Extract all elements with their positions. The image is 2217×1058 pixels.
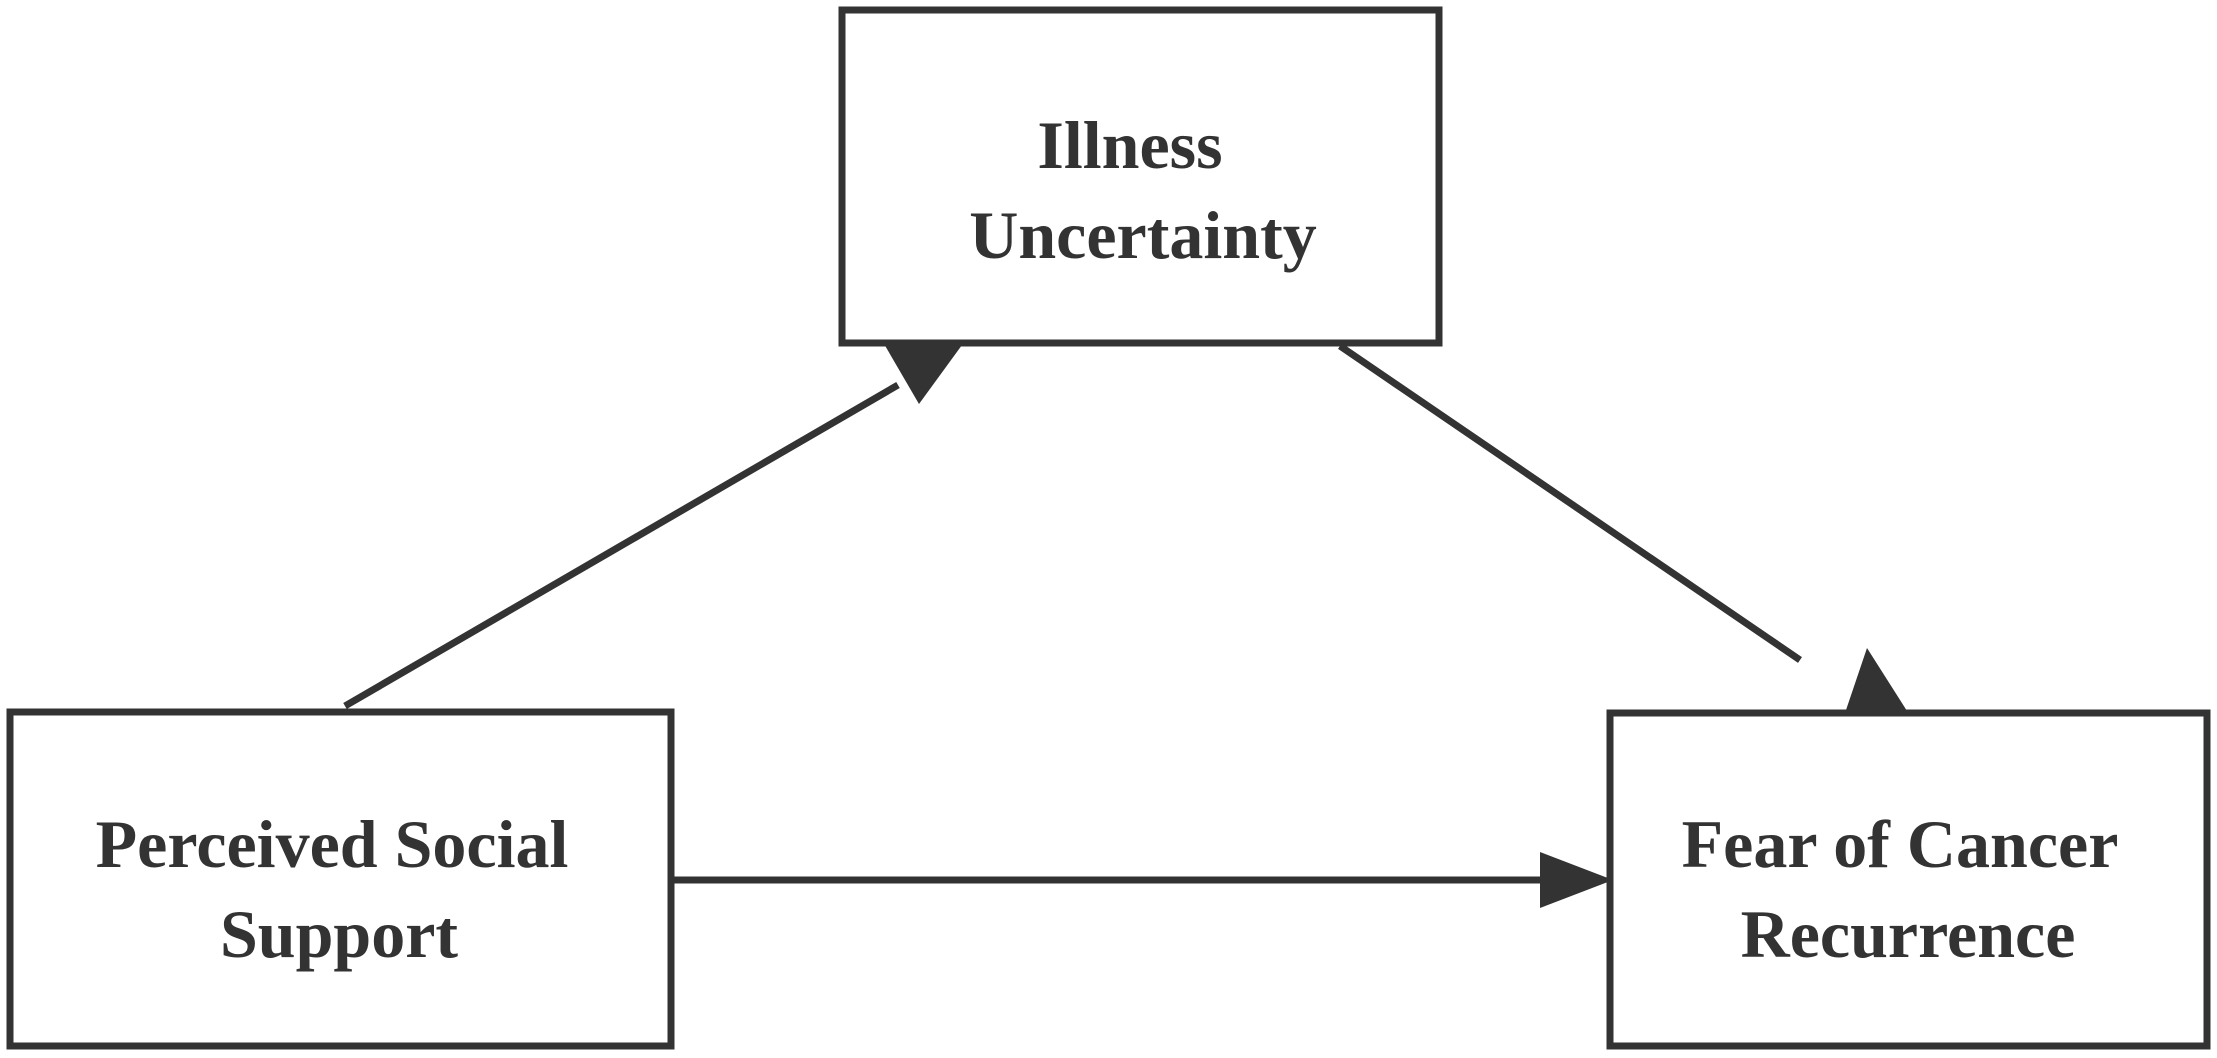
node-perceived-social-support-box	[6, 708, 675, 1050]
edge-uncertainty-to-fear-arrowhead	[1845, 648, 1907, 713]
node-illness-uncertainty-box	[838, 6, 1443, 347]
edge-uncertainty-to-fear-line	[1338, 343, 1802, 663]
node-perceived-social-support: Perceived Social Support	[6, 708, 675, 1050]
edge-support-to-uncertainty-arrowhead	[880, 337, 962, 404]
edge-support-to-fear	[672, 852, 1613, 908]
node-illness-uncertainty: Illness Uncertainty	[838, 6, 1443, 347]
node-perceived-social-support-label-line1: Perceived Social	[96, 806, 569, 882]
edge-support-to-fear-arrowhead	[1540, 852, 1613, 908]
edge-support-to-uncertainty-line	[343, 381, 900, 710]
edge-uncertainty-to-fear	[1338, 343, 1907, 713]
node-fear-of-cancer-recurrence-box	[1606, 709, 2211, 1050]
node-fear-of-cancer-recurrence-label-line1: Fear of Cancer	[1682, 806, 2119, 882]
node-fear-of-cancer-recurrence: Fear of Cancer Recurrence	[1606, 709, 2211, 1050]
node-illness-uncertainty-label-line1: Illness	[1037, 107, 1222, 183]
node-perceived-social-support-label-line2: Support	[220, 896, 458, 972]
node-fear-of-cancer-recurrence-label-line2: Recurrence	[1741, 896, 2076, 972]
edge-support-to-uncertainty	[343, 337, 962, 710]
node-illness-uncertainty-label-line2: Uncertainty	[969, 197, 1316, 273]
